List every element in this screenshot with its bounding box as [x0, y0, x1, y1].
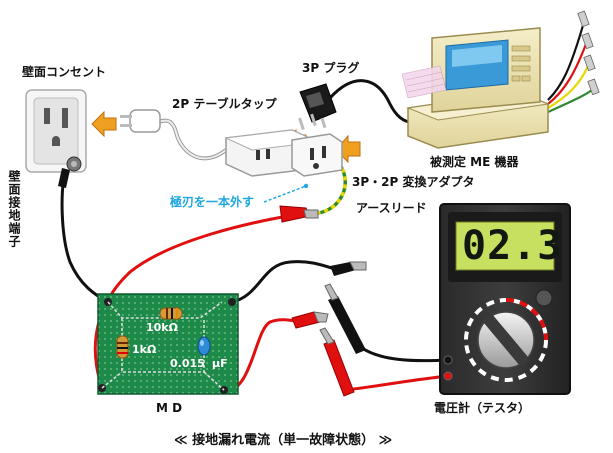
3p-2p-adapter — [291, 133, 343, 177]
label-r2: 1kΩ — [132, 343, 157, 356]
3p-plug — [298, 83, 337, 131]
lcd-screen — [455, 221, 555, 271]
voltmeter — [439, 203, 571, 395]
ground-clip — [58, 168, 70, 188]
wire-red-md-out — [223, 318, 301, 394]
black-clip — [330, 261, 367, 276]
label-earth-lead: アースリード — [356, 201, 427, 215]
meter-reading: 02.3 — [462, 223, 563, 269]
wire-black-probe — [361, 346, 449, 363]
cable-tips — [577, 10, 600, 96]
label-device: 被測定 ME 機器 — [430, 155, 519, 169]
me-device — [401, 27, 550, 149]
label-adapter: 3P・2P 変換アダプタ — [352, 175, 475, 189]
caption: ≪ 接地漏れ電流（単一故障状態） ≫ — [174, 433, 393, 448]
arrow-icon — [91, 110, 117, 138]
label-cap-unit: μF — [212, 357, 228, 370]
label-wall-ground: 壁面接地端子 — [7, 170, 21, 248]
label-wall-outlet: 壁面コンセント — [22, 65, 107, 79]
wire-red-earth-lead — [93, 212, 301, 389]
resistor-1k — [116, 335, 129, 359]
black-probe — [324, 283, 366, 354]
earth-lead-clip — [279, 205, 319, 223]
wall-outlet — [25, 89, 87, 173]
red-probe — [319, 327, 355, 397]
wall-ground-terminal — [66, 156, 82, 172]
device-cables — [547, 21, 593, 114]
wire-red-probe — [345, 374, 449, 392]
md-board — [97, 293, 239, 395]
red-clip — [291, 311, 329, 329]
label-3p-plug: 3P プラグ — [302, 61, 360, 75]
wire-black-md-out — [231, 260, 339, 304]
2p-plug — [120, 109, 161, 133]
label-table-tap: 2P テーブルタップ — [172, 97, 277, 111]
label-meter: 電圧計（テスタ） — [434, 401, 531, 415]
label-md: M D — [156, 401, 183, 415]
capacitor — [197, 336, 211, 356]
label-cap: 0.015 — [170, 357, 205, 370]
label-r1: 10kΩ — [146, 321, 178, 334]
label-remove-pole: 極刃を一本外す — [170, 195, 255, 209]
resistor-10k — [159, 307, 183, 320]
